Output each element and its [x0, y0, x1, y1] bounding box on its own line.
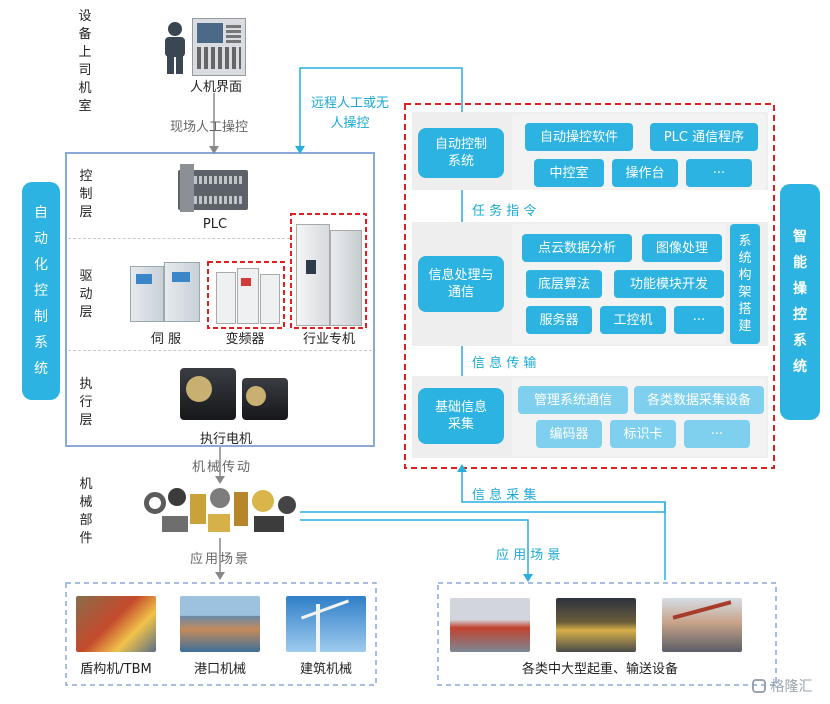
task-command-flow: 任 务 指 令	[472, 204, 537, 219]
plc-image	[178, 164, 248, 214]
scenario-frame-right	[437, 582, 777, 686]
construction-photo	[286, 596, 366, 652]
encoder-chip: 编码器	[536, 420, 602, 448]
crane-photo-3	[662, 598, 742, 652]
pointcloud-chip: 点云数据分析	[522, 234, 632, 262]
exec-layer-label: 执行层	[79, 377, 93, 428]
special-highlight	[290, 213, 367, 329]
console-chip: 操作台	[612, 159, 678, 187]
motor-image	[176, 362, 296, 424]
operator-icon	[160, 22, 190, 74]
mech-transmission-flow: 机械传动	[192, 460, 253, 475]
data-collect-device-chip: 各类数据采集设备	[634, 386, 764, 414]
mech-parts-image	[142, 484, 298, 538]
algorithm-chip: 底层算法	[526, 270, 602, 298]
watermark-logo-icon	[752, 679, 766, 693]
info-process-box: 信息处理与通信	[418, 256, 504, 312]
ipc-chip: 工控机	[600, 306, 666, 334]
image-processing-chip: 图像处理	[642, 234, 722, 262]
port-label: 港口机械	[193, 662, 246, 677]
app-scenario-flow-left: 应用场景	[190, 552, 251, 567]
more-chip: ···	[684, 420, 750, 448]
servo-label: 伺 服	[150, 332, 182, 347]
mech-parts-label: 机械部件	[79, 477, 93, 546]
intelligent-frame	[404, 103, 775, 469]
crane-photo-2	[556, 598, 636, 652]
architecture-build-chip: 系统构架搭建	[730, 224, 760, 344]
manual-control-flow: 现场人工操控	[170, 120, 249, 135]
more-chip: ···	[674, 306, 724, 334]
module-dev-chip: 功能模块开发	[614, 270, 724, 298]
intelligent-control-pill: 智能操控系统	[780, 184, 820, 420]
more-chip: ···	[686, 159, 752, 187]
plc-label: PLC	[202, 217, 228, 232]
automation-system-pill: 自动化控制系统	[22, 182, 60, 400]
drive-layer-label: 驱动层	[79, 269, 93, 320]
hmi-label: 人机界面	[189, 80, 242, 95]
motor-label: 执行电机	[199, 432, 252, 447]
mgmt-comm-chip: 管理系统通信	[518, 386, 628, 414]
scenario-frame-left	[65, 582, 377, 686]
id-card-chip: 标识卡	[610, 420, 676, 448]
special-machine-image	[296, 220, 362, 326]
hmi-panel-icon	[192, 18, 246, 76]
server-chip: 服务器	[526, 306, 592, 334]
info-transfer-flow: 信 息 传 输	[472, 356, 537, 371]
vfd-highlight	[207, 261, 285, 329]
servo-image	[128, 262, 200, 322]
control-room-chip: 中控室	[534, 159, 604, 187]
auto-software-chip: 自动操控软件	[525, 123, 633, 151]
vfd-image	[214, 266, 280, 324]
special-machine-label: 行业专机	[302, 332, 355, 347]
layer-divider	[68, 238, 290, 239]
tbm-photo	[76, 596, 156, 652]
crane-photo-1	[450, 598, 530, 652]
automation-frame	[65, 152, 375, 447]
plc-program-chip: PLC 通信程序	[650, 123, 758, 151]
watermark: 格隆汇	[752, 676, 812, 696]
auto-control-box: 自动控制系统	[418, 128, 504, 178]
tbm-label: 盾构机/TBM	[80, 662, 152, 677]
construction-label: 建筑机械	[299, 662, 352, 677]
app-scenario-flow-right: 应 用 场 景	[496, 548, 561, 563]
layer-divider	[68, 350, 372, 351]
control-layer-label: 控制层	[79, 169, 93, 220]
lifting-equipment-label: 各类中大型起重、输送设备	[521, 662, 678, 677]
upper-room-label: 设备上司机室	[78, 9, 92, 114]
basic-collect-box: 基础信息采集	[418, 388, 504, 444]
port-photo	[180, 596, 260, 652]
vfd-label: 变频器	[225, 332, 265, 347]
info-collect-flow: 信 息 采 集	[472, 488, 537, 503]
remote-control-flow: 远程人工或无人操控	[310, 96, 389, 131]
